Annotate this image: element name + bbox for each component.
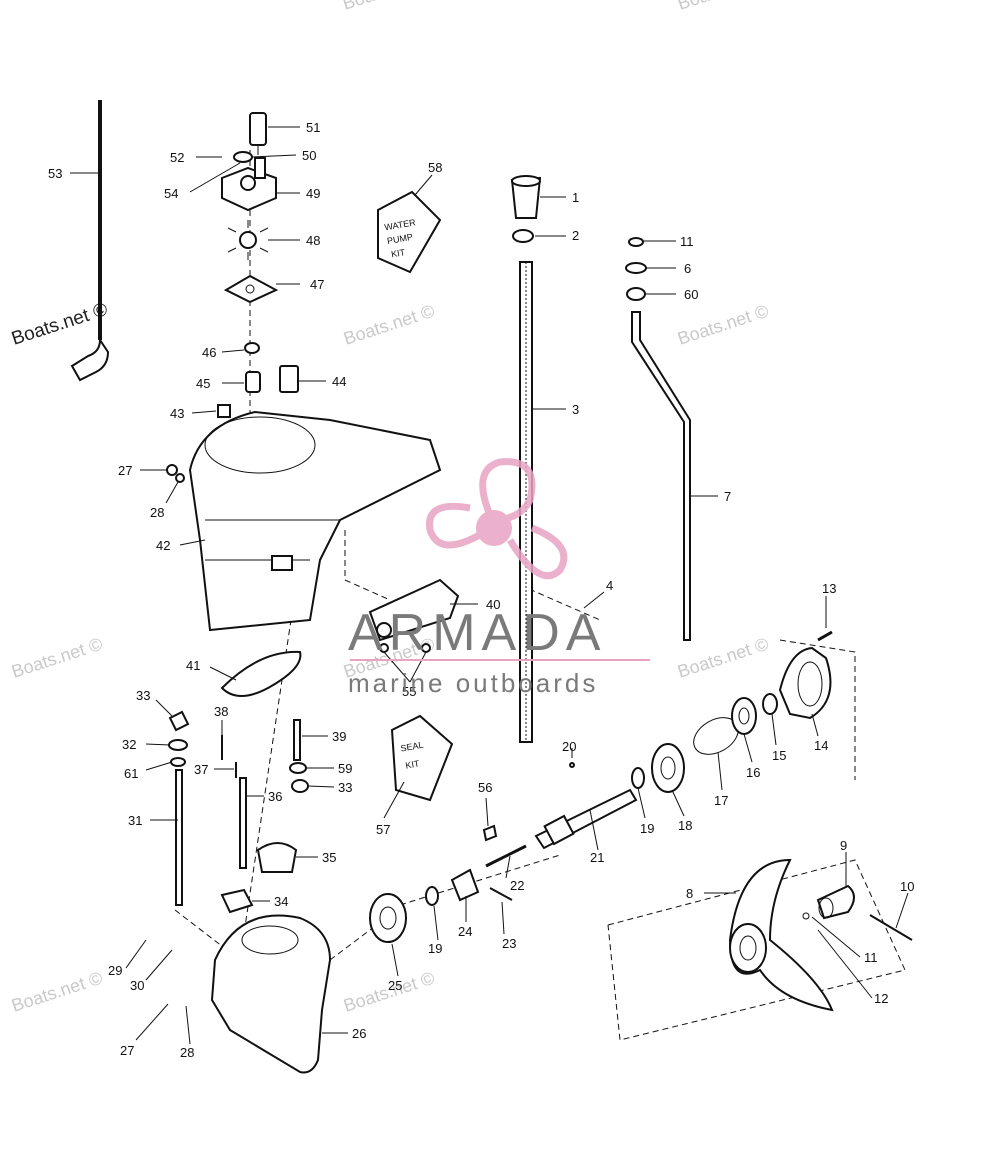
callout-number: 19: [640, 821, 654, 836]
callout-number: 7: [724, 489, 731, 504]
callout-number: 34: [274, 894, 288, 909]
callout-number: 30: [130, 978, 144, 993]
kit-label-line: PUMP: [386, 232, 413, 246]
watermark: Boats.net ©: [675, 301, 771, 349]
callout-number: 28: [180, 1045, 194, 1060]
callout-number: 51: [306, 120, 320, 135]
callout-number: 19: [428, 941, 442, 956]
propeller-parts: [728, 858, 913, 1012]
water-pump-parts: [196, 112, 299, 418]
callout-number: 9: [840, 838, 847, 853]
callout-number: 11: [864, 950, 878, 965]
callout-number: 39: [332, 729, 346, 744]
callout-number: 33: [338, 780, 352, 795]
callout-number: 26: [352, 1026, 366, 1041]
callout-number: 41: [186, 658, 200, 673]
callout-number: 33: [136, 688, 150, 703]
callout-number: 60: [684, 287, 698, 302]
gear-carrier-parts: [631, 630, 833, 793]
callout-number: 55: [402, 684, 416, 699]
callout-number: 18: [678, 818, 692, 833]
callout-number: 29: [108, 963, 122, 978]
callout-number: 8: [686, 886, 693, 901]
callout-number: 35: [322, 850, 336, 865]
callout-number: 37: [194, 762, 208, 777]
callout-number: 13: [822, 581, 836, 596]
callout-number: 49: [306, 186, 320, 201]
propeller-logo-icon: [426, 458, 568, 580]
callout-number: 47: [310, 277, 324, 292]
callout-number: 31: [128, 813, 142, 828]
callout-number: 48: [306, 233, 320, 248]
shift-shaft-parts: [625, 237, 691, 641]
kit-label-line: SEAL: [400, 740, 424, 754]
water-pump-kit-part: WATER PUMP KIT: [377, 190, 442, 274]
callout-number: 22: [510, 878, 524, 893]
callout-number: 25: [388, 978, 402, 993]
pump-base-parts: [220, 842, 298, 914]
callout-number: 6: [684, 261, 691, 276]
kit-label-line: KIT: [390, 247, 406, 259]
callout-number: 53: [48, 166, 62, 181]
watermark: Boats.net ©: [340, 0, 436, 14]
brand-logo: ARMADA marine outboards: [348, 458, 650, 698]
callout-number: 21: [590, 850, 604, 865]
callout-number: 27: [118, 463, 132, 478]
stud-parts: [168, 710, 190, 906]
callout-number: 36: [268, 789, 282, 804]
watermark: Boats.net ©: [9, 968, 105, 1016]
propshaft-parts: [369, 762, 638, 943]
callout-number: 58: [428, 160, 442, 175]
callout-number: 43: [170, 406, 184, 421]
kit-label-line: KIT: [405, 758, 421, 770]
callout-number: 38: [214, 704, 228, 719]
brand-name: ARMADA: [348, 604, 606, 662]
callout-number: 2: [572, 228, 579, 243]
callout-number: 57: [376, 822, 390, 837]
callout-number: 28: [150, 505, 164, 520]
callout-number: 52: [170, 150, 184, 165]
callout-labels: 51 52 50 54 49 53 48 47 46 45 44 43 27 2…: [48, 120, 914, 1060]
callout-number: 12: [874, 991, 888, 1006]
gasket-part: [220, 650, 302, 697]
callout-number: 40: [486, 597, 500, 612]
callout-number: 20: [562, 739, 576, 754]
callout-number: 56: [478, 780, 492, 795]
brand-tagline: marine outboards: [348, 668, 598, 698]
callout-number: 42: [156, 538, 170, 553]
callout-number: 32: [122, 737, 136, 752]
callout-number: 23: [502, 936, 516, 951]
callout-number: 10: [900, 879, 914, 894]
shift-rod-part: [70, 100, 110, 382]
callout-number: 24: [458, 924, 472, 939]
watermark: Boats.net ©: [675, 0, 771, 14]
callout-number: 46: [202, 345, 216, 360]
cover-plate-part: [368, 578, 460, 653]
watermark: Boats.net ©: [9, 299, 110, 350]
callout-number: 44: [332, 374, 346, 389]
seal-kit-part: SEAL KIT: [390, 714, 454, 802]
callout-number: 27: [120, 1043, 134, 1058]
callout-number: 61: [124, 766, 138, 781]
callout-number: 59: [338, 761, 352, 776]
callout-number: 11: [680, 234, 694, 249]
callout-number: 45: [196, 376, 210, 391]
watermark-layer: Boats.net © Boats.net © Boats.net © Boat…: [9, 0, 771, 1016]
callout-number: 3: [572, 402, 579, 417]
callout-number: 17: [714, 793, 728, 808]
watermark: Boats.net ©: [9, 634, 105, 682]
callout-number: 16: [746, 765, 760, 780]
driveshaft-housing-part: [166, 410, 442, 632]
watermark: Boats.net ©: [341, 301, 437, 349]
callout-number: 54: [164, 186, 178, 201]
callout-number: 1: [572, 190, 579, 205]
callout-number: 15: [772, 748, 786, 763]
callout-number: 14: [814, 738, 828, 753]
leader-lines: [70, 126, 909, 1045]
gearcase-part: [210, 914, 332, 1074]
callout-number: 50: [302, 148, 316, 163]
callout-number: 4: [606, 578, 613, 593]
